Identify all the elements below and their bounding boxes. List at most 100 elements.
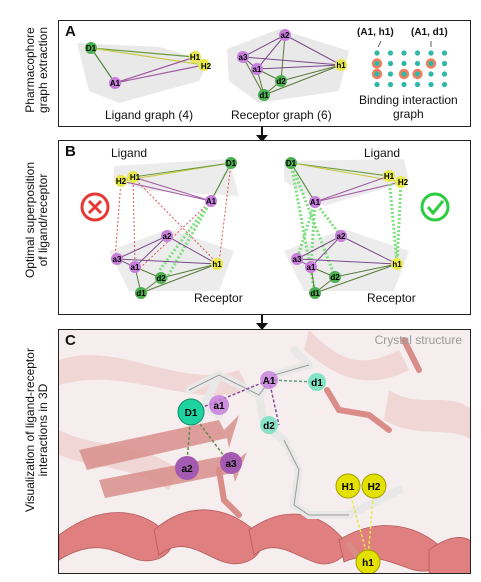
binding-dot <box>387 60 394 67</box>
right-ligand-edges <box>290 162 402 203</box>
binding-dot <box>387 50 394 56</box>
svg-text:A1: A1 <box>206 197 217 206</box>
panel-a-graphs: D1 H1 H2 A1 a2 a3 a1 d2 h1 d1 <box>77 29 448 103</box>
svg-text:d1: d1 <box>311 378 323 389</box>
beta-sheets <box>79 415 247 498</box>
binding-dot <box>401 81 407 88</box>
svg-text:a2: a2 <box>181 464 193 475</box>
pair-label-pointers <box>377 40 432 48</box>
pair-label-a1-d1: (A1, d1) <box>411 27 448 38</box>
svg-text:H1: H1 <box>342 482 355 493</box>
node-D1: D1 <box>85 42 97 54</box>
panel-b-superpositions: H2 H1 D1 A1 a2 a3 a1 d2 h1 d1 <box>80 157 450 299</box>
caption-line: Binding interaction <box>359 93 458 107</box>
svg-text:h1: h1 <box>212 260 222 269</box>
binding-dot <box>401 60 407 67</box>
ligand-graph-shading <box>77 43 209 103</box>
svg-text:d2: d2 <box>276 77 286 86</box>
svg-text:a1: a1 <box>307 263 316 272</box>
ligand-label-left: Ligand <box>111 146 148 160</box>
svg-text:a2: a2 <box>281 31 290 40</box>
binding-dot <box>374 50 380 56</box>
side-label-line: interactions in 3D <box>36 383 50 477</box>
right-ligand-shading <box>284 159 409 206</box>
ligand-label-right: Ligand <box>364 146 401 160</box>
svg-text:a1: a1 <box>131 263 140 272</box>
check-icon <box>420 192 450 222</box>
svg-text:A1: A1 <box>110 79 121 88</box>
ligand-graph-caption: Ligand graph (4) <box>105 108 194 122</box>
svg-text:d1: d1 <box>310 289 320 298</box>
svg-text:a1: a1 <box>253 65 262 74</box>
svg-text:D1: D1 <box>86 44 97 53</box>
svg-text:D1: D1 <box>185 408 198 419</box>
binding-dot <box>374 81 380 88</box>
svg-text:d2: d2 <box>263 421 275 432</box>
binding-dot <box>441 81 448 88</box>
receptor-graph-shading <box>227 29 349 103</box>
receptor-label-right: Receptor <box>367 291 416 305</box>
left-ligand-edges <box>120 162 232 202</box>
binding-dot <box>374 71 380 77</box>
left-good-links <box>157 200 213 282</box>
svg-text:a2: a2 <box>337 232 346 241</box>
binding-dot <box>441 71 448 77</box>
binding-dot <box>441 50 448 56</box>
svg-text:d1: d1 <box>259 91 269 100</box>
receptor-graph-caption: Receptor graph (6) <box>231 108 332 122</box>
down-arrow-icon <box>256 315 268 330</box>
side-label-line: of ligand/receptor <box>36 173 50 267</box>
node-a3: a3 <box>237 51 249 63</box>
node-d2: d2 <box>275 75 287 87</box>
svg-text:d2: d2 <box>330 273 340 282</box>
svg-text:H1: H1 <box>384 172 395 181</box>
binding-dot <box>428 81 434 88</box>
side-label-line: graph extraction <box>36 26 50 114</box>
svg-text:A1: A1 <box>263 376 276 387</box>
svg-text:d1: d1 <box>136 289 146 298</box>
atoms-3d: D1 a1 A1 d1 d2 a2 a3 H1 H2 h1 <box>175 371 387 573</box>
svg-text:H1: H1 <box>190 53 201 62</box>
binding-dot <box>387 81 394 88</box>
svg-text:h1: h1 <box>392 260 402 269</box>
panel-a-side-label: Pharmacophore graph extraction <box>23 15 50 125</box>
left-mismatch-links <box>114 162 232 270</box>
binding-dot <box>428 71 434 77</box>
svg-text:d2: d2 <box>156 274 166 283</box>
svg-text:A1: A1 <box>310 198 321 207</box>
right-receptor-shading <box>284 229 409 291</box>
node-d1: d1 <box>258 89 270 101</box>
helix-ribbon <box>59 509 470 573</box>
svg-text:D1: D1 <box>226 159 237 168</box>
panel-c-side-label: Visualization of ligand-receptor interac… <box>23 330 50 530</box>
cross-icon <box>80 192 110 222</box>
down-arrow-icon <box>256 127 268 142</box>
svg-text:H2: H2 <box>201 62 212 71</box>
left-nodes: H2 H1 D1 A1 a2 a3 a1 d2 h1 d1 <box>111 157 237 299</box>
left-receptor-shading <box>109 229 234 291</box>
binding-dot <box>414 71 421 77</box>
panel-a: A D1 H1 H2 A1 <box>58 20 471 127</box>
binding-dot <box>428 60 434 67</box>
caption-line: graph <box>393 107 424 121</box>
right-match-links <box>289 162 403 294</box>
svg-text:D1: D1 <box>286 159 297 168</box>
svg-text:h1: h1 <box>362 558 374 569</box>
receptor-label-left: Receptor <box>194 291 243 305</box>
node-h1: h1 <box>335 59 347 71</box>
binding-dot <box>401 71 407 77</box>
binding-dot <box>414 81 421 88</box>
svg-text:a3: a3 <box>239 53 248 62</box>
svg-text:a3: a3 <box>293 255 302 264</box>
binding-dot <box>441 60 448 67</box>
panel-b-side-label: Optimal superposition of ligand/receptor <box>23 140 50 300</box>
binding-dot <box>428 50 434 56</box>
svg-text:H1: H1 <box>130 173 141 182</box>
right-nodes: D1 H1 H2 A1 a2 a3 a1 d2 h1 d1 <box>285 157 409 299</box>
protein-structure-rendering: D1 a1 A1 d1 d2 a2 a3 H1 H2 h1 <box>59 330 470 573</box>
svg-text:H2: H2 <box>398 178 409 187</box>
binding-dot <box>414 50 421 56</box>
node-a2: a2 <box>279 29 291 41</box>
node-H1: H1 <box>189 51 201 63</box>
panel-b: B Ligand Ligand Receptor Receptor <box>58 140 471 315</box>
